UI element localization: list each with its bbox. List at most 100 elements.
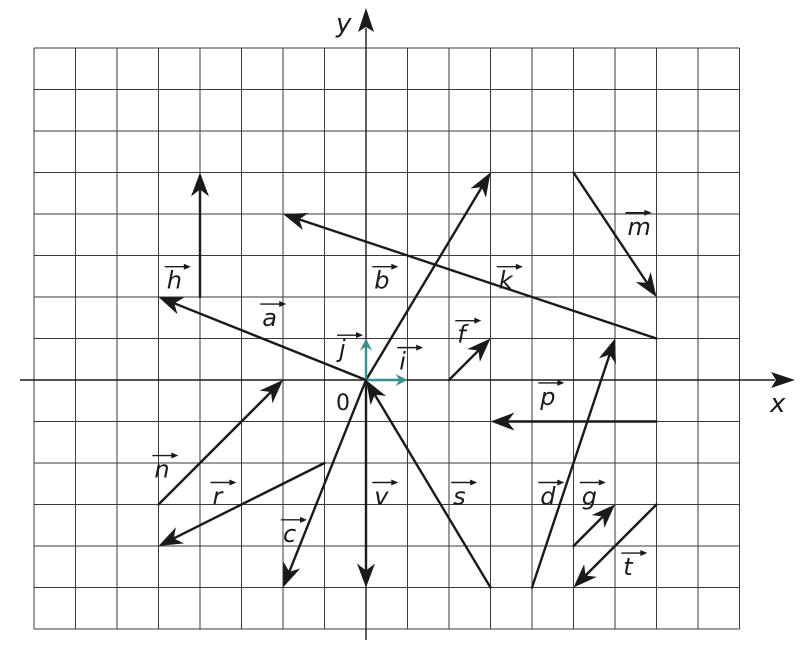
vector-r-shaft [172, 461, 326, 540]
vector-f-arrowhead [467, 338, 491, 362]
vector-label-text-k: k [499, 267, 514, 295]
vector-label-bar-head-i [416, 344, 424, 351]
vector-n-arrowhead [259, 380, 283, 404]
vector-j [360, 338, 372, 382]
vector-label-i: i [397, 344, 424, 376]
vector-label-text-h: h [167, 267, 182, 295]
vector-m [572, 171, 657, 297]
vector-label-bar-head-j [356, 332, 364, 339]
vector-label-s: s [451, 479, 478, 511]
vector-label-text-s: s [453, 483, 466, 511]
vector-label-text-i: i [399, 348, 406, 376]
vector-label-r: r [210, 479, 237, 511]
vector-label-bar-head-a [279, 301, 287, 308]
grid [33, 47, 740, 630]
vector-label-text-p: p [539, 383, 555, 411]
vector-label-bar-head-k [515, 263, 523, 270]
vector-label-bar-head-p [557, 379, 565, 386]
vector-d-arrowhead [598, 338, 616, 365]
vector-k-arrowhead [283, 213, 309, 231]
vector-label-bar-head-f [474, 317, 482, 324]
vector-label-text-t: t [623, 553, 634, 581]
vector-h [191, 172, 209, 299]
vector-label-text-m: m [627, 213, 650, 241]
vector-label-text-r: r [212, 483, 224, 511]
vector-label-m: m [625, 209, 652, 241]
vector-b-shaft [364, 185, 483, 382]
x-axis-arrowhead [771, 372, 795, 388]
vector-labels: a b c d f g h i j k m n p r s t v [152, 209, 652, 581]
vector-d-shaft [530, 353, 611, 589]
vector-label-text-v: v [374, 483, 389, 511]
vector-label-k: k [496, 263, 523, 295]
vector-label-bar-head-s [470, 479, 478, 486]
vector-label-v: v [372, 479, 399, 511]
vector-label-text-c: c [283, 520, 296, 548]
vector-m-shaft [572, 171, 649, 285]
vector-k [283, 213, 658, 340]
vector-b [364, 172, 491, 382]
vector-label-bar-head-g [598, 479, 606, 486]
vector-g-arrowhead [591, 504, 615, 528]
vector-c-shaft [288, 378, 368, 573]
vector-label-bar-head-d [557, 479, 565, 486]
y-axis: y [335, 8, 374, 640]
vector-p-arrowhead [490, 412, 515, 431]
vector-label-g: g [579, 479, 606, 511]
vector-a-arrowhead [158, 297, 185, 315]
vector-label-text-b: b [374, 267, 389, 295]
vector-d [530, 338, 616, 589]
vector-f [447, 338, 491, 382]
vector-label-text-g: g [582, 483, 597, 511]
vector-label-n: n [152, 452, 179, 484]
vector-p [490, 412, 658, 431]
vector-label-bar-head-r [229, 479, 237, 486]
vector-label-h: h [164, 263, 191, 295]
vector-s [366, 380, 492, 589]
vector-g-shaft [572, 515, 605, 548]
vector-c-arrowhead [283, 561, 301, 588]
vector-label-bar-head-m [644, 209, 652, 216]
vector-label-t: t [621, 550, 648, 581]
vector-g [572, 504, 615, 548]
vector-i-arrowhead [395, 374, 408, 386]
vector-f-shaft [447, 349, 480, 382]
vector-c [283, 378, 368, 588]
vector-t-arrowhead [573, 564, 597, 588]
vector-n [157, 380, 283, 506]
vector-r-arrowhead [158, 527, 184, 546]
y-axis-arrowhead [358, 8, 374, 32]
vector-label-bar-head-b [391, 263, 399, 270]
vector-label-bar-head-v [391, 479, 399, 486]
vector-label-j: j [336, 332, 364, 363]
vectors [157, 171, 658, 589]
vector-a-shaft [173, 302, 368, 382]
vector-label-text-n: n [154, 456, 169, 484]
vector-label-text-d: d [540, 483, 556, 511]
vector-k-shaft [297, 218, 658, 340]
vector-label-bar-head-t [640, 550, 648, 557]
vector-label-a: a [260, 301, 287, 332]
x-axis-label: x [769, 389, 786, 419]
vector-s-arrowhead [366, 380, 387, 406]
vector-label-text-j: j [336, 335, 346, 363]
vector-label-c: c [281, 516, 307, 548]
vector-label-p: p [538, 379, 565, 411]
vector-j-arrowhead [360, 338, 372, 351]
vector-i [364, 374, 408, 386]
vector-label-bar-head-c [300, 516, 307, 523]
vector-v [357, 378, 375, 588]
y-axis-label: y [335, 9, 352, 39]
vector-r [158, 461, 326, 546]
vector-h-arrowhead [191, 172, 209, 197]
vector-label-f: f [455, 317, 482, 349]
vector-label-text-f: f [457, 321, 469, 349]
vector-a [158, 297, 368, 382]
vector-t [573, 503, 658, 588]
vector-n-shaft [157, 390, 273, 506]
origin-label: 0 [336, 391, 350, 416]
vector-t-shaft [584, 503, 658, 577]
vector-label-text-a: a [262, 304, 277, 332]
vector-label-bar-head-h [183, 263, 191, 270]
